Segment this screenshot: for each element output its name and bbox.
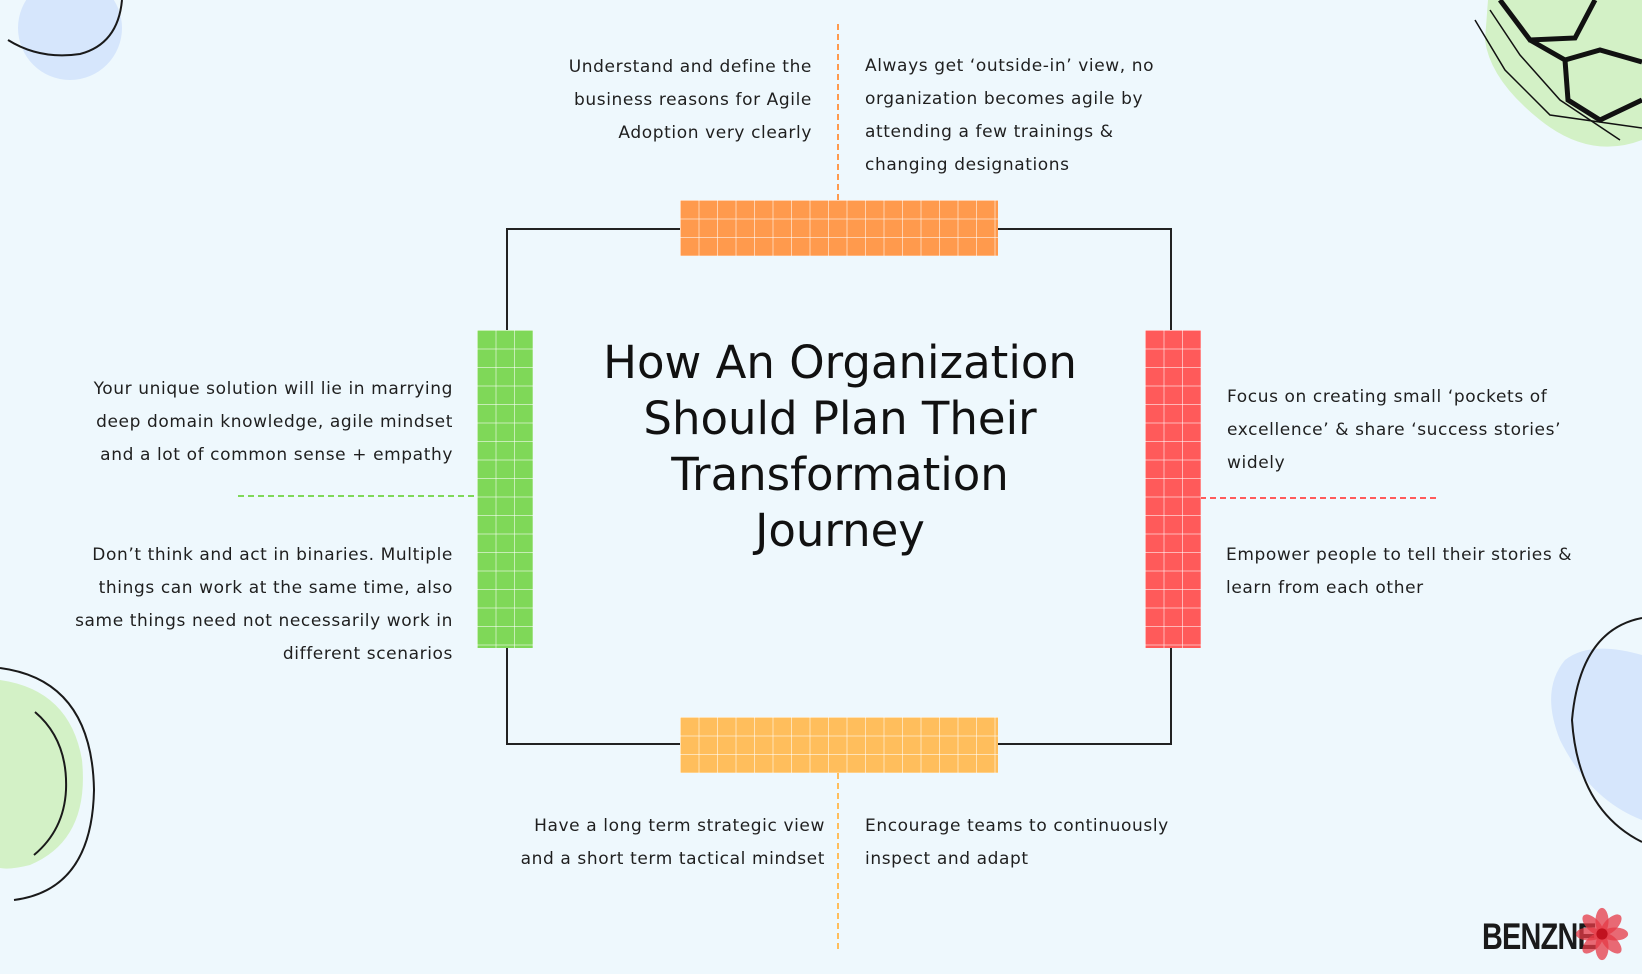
outline-arc <box>7 0 123 57</box>
blue-blob-right <box>1551 648 1642 820</box>
bottom-bar <box>680 717 998 773</box>
note-bottom-right: Encourage teams to continuously inspect … <box>865 816 1169 869</box>
hexagon-icon <box>1474 0 1642 141</box>
top-bar <box>680 200 998 256</box>
note-right-top: Focus on creating small ‘pockets of exce… <box>1227 387 1562 473</box>
left-bar <box>477 330 533 648</box>
note-top-left: Understand and define the business reaso… <box>568 57 812 143</box>
note-left-top: Your unique solution will lie in marryin… <box>93 379 453 465</box>
page-title: How An Organization Should Plan Their Tr… <box>603 336 1077 557</box>
outline-arc-right <box>1570 617 1642 843</box>
note-right-bottom: Empower people to tell their stories & l… <box>1226 545 1573 598</box>
blue-blob <box>18 0 122 80</box>
outline-arc-left <box>0 667 96 901</box>
flower-icon <box>1575 907 1629 961</box>
right-bar <box>1145 330 1201 648</box>
note-top-right: Always get ‘outside-in’ view, no organiz… <box>865 56 1155 175</box>
green-blob-left <box>0 680 83 869</box>
inner-arc-left <box>33 711 68 856</box>
note-bottom-left: Have a long term strategic view and a sh… <box>520 816 825 869</box>
note-left-bottom: Don’t think and act in binaries. Multipl… <box>75 545 453 664</box>
